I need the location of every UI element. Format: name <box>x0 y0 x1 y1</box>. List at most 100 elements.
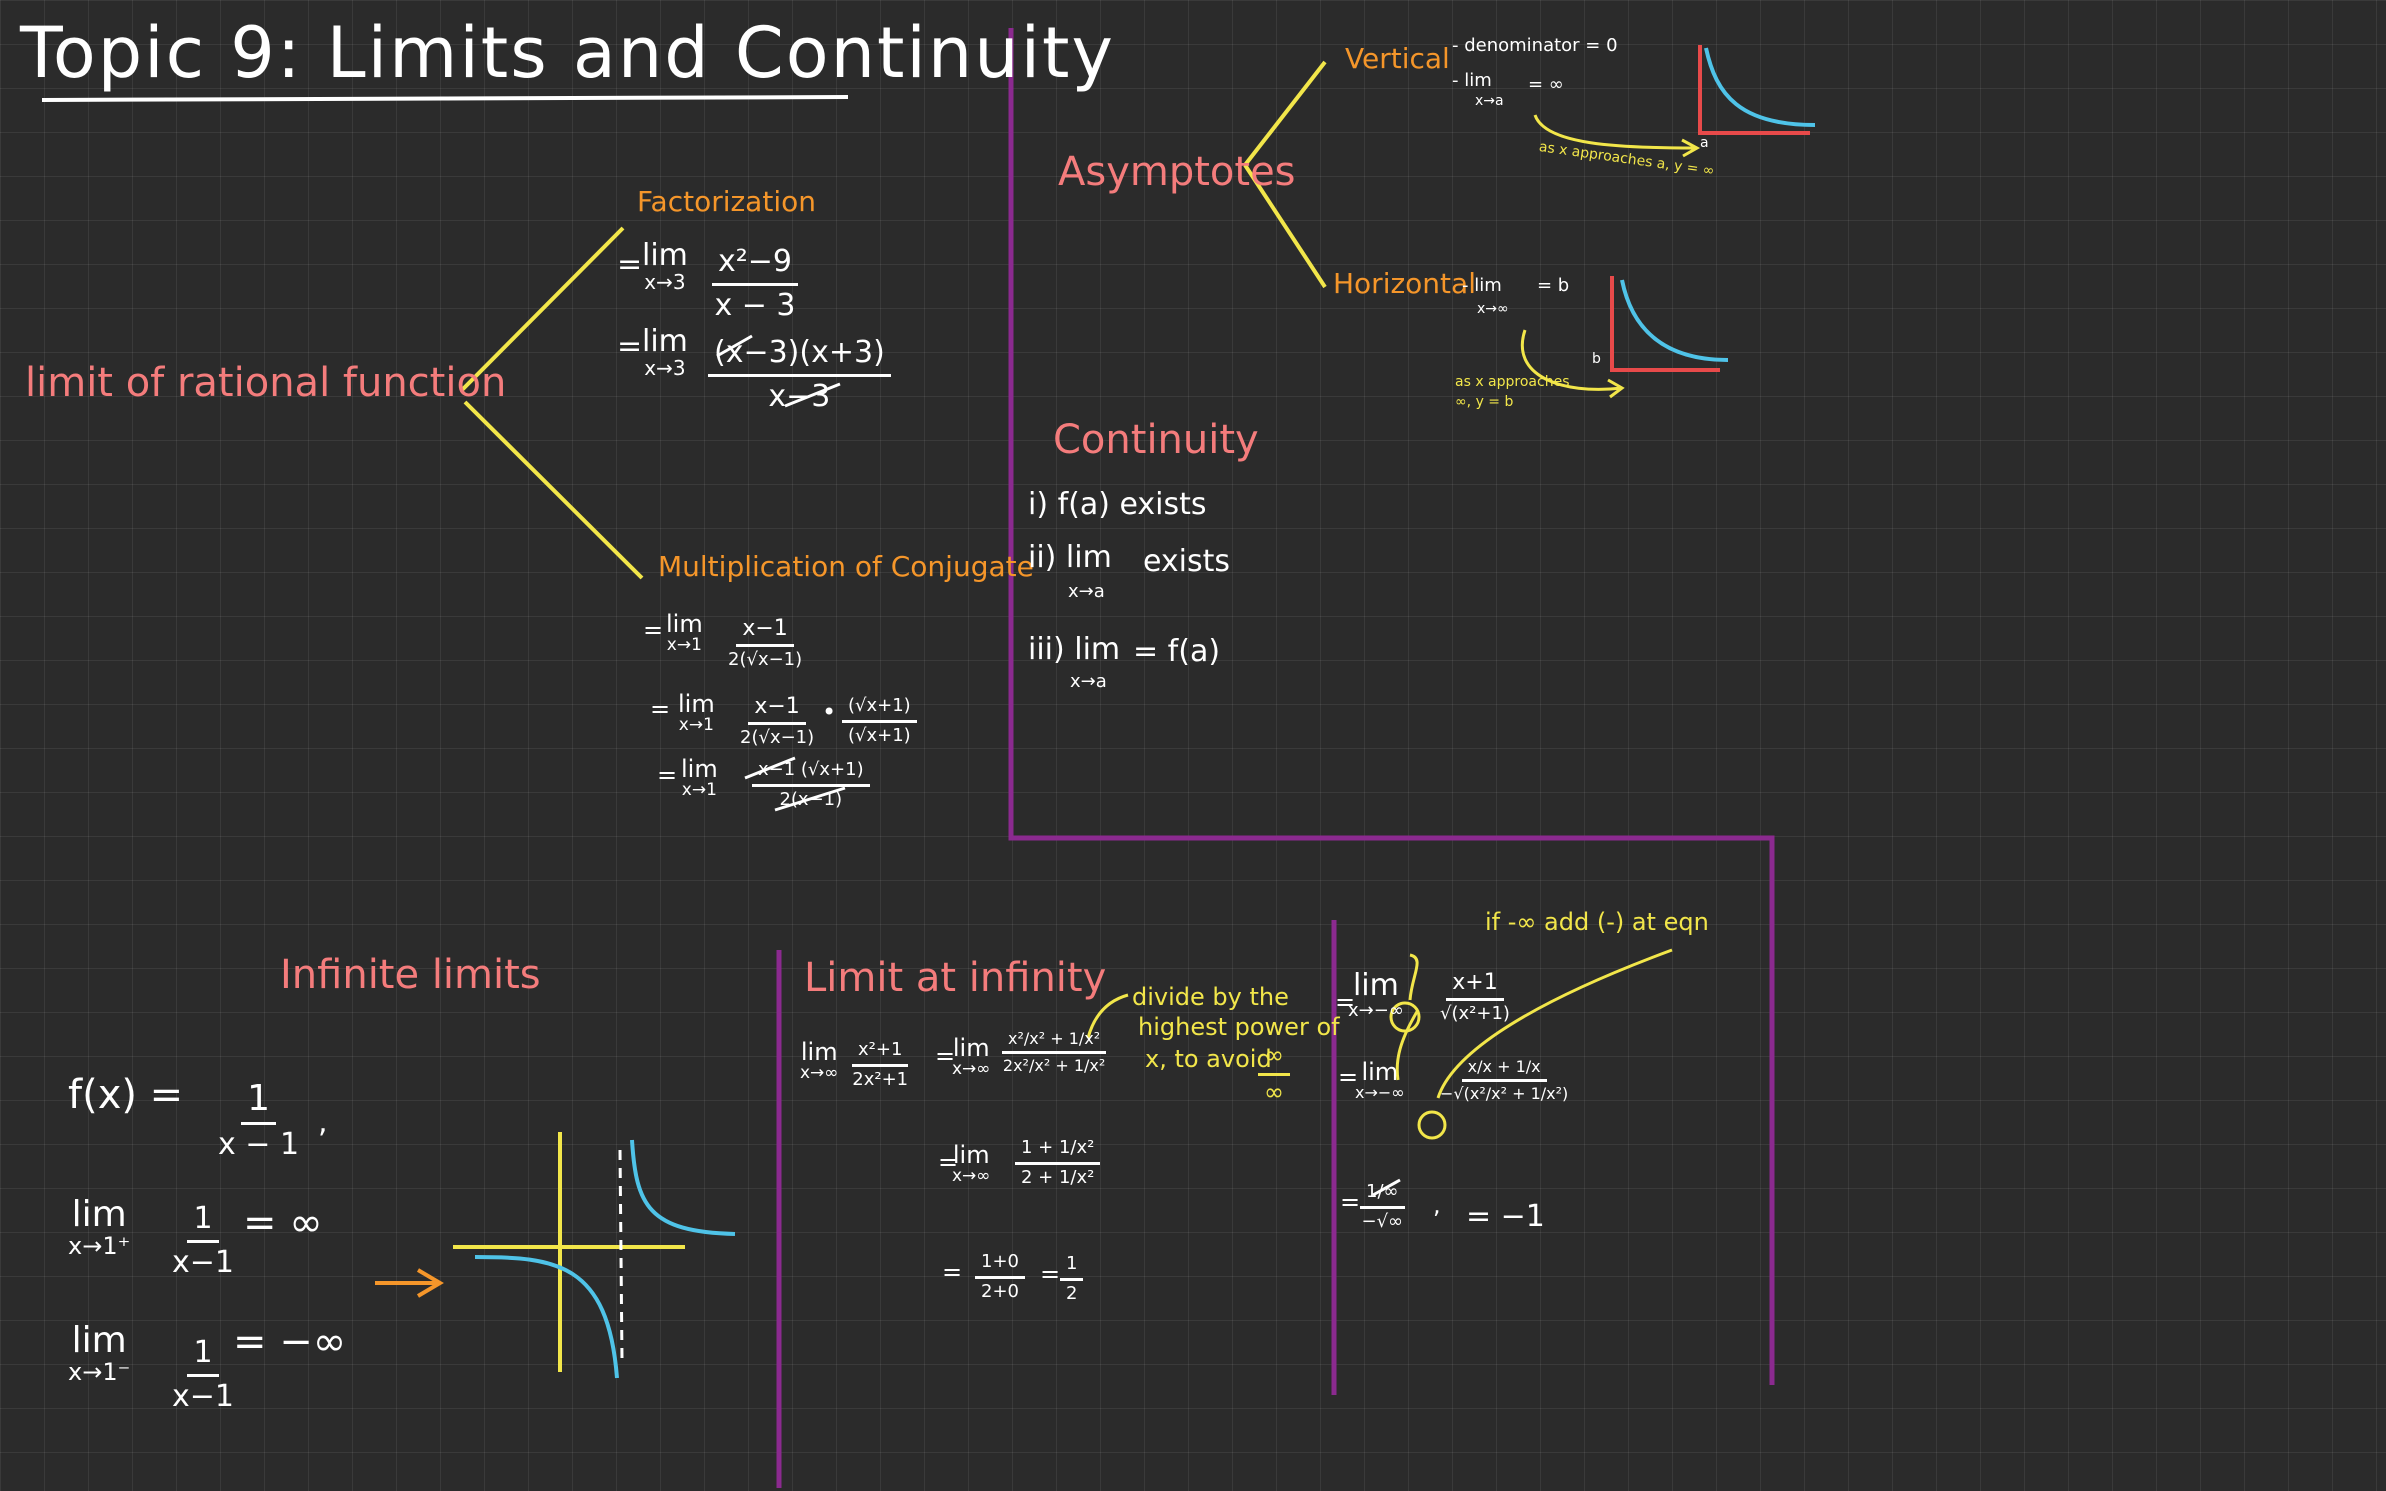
numerator: 1/∞ <box>1360 1181 1405 1209</box>
lim-word: lim <box>666 610 703 638</box>
factorization-step1-lim: lim x→3 <box>642 240 688 293</box>
conjugate-step2-fraction: x−1 2(√x−1) <box>740 694 814 749</box>
limit-infinity-step1-fraction2: x²/x² + 1/x² 2x²/x² + 1/x² <box>1002 1029 1107 1076</box>
factorization-step1-fraction: x²−9 x − 3 <box>712 244 799 323</box>
denominator: 2x²/x² + 1/x² <box>1002 1056 1106 1076</box>
lim-word: lim <box>800 1038 838 1066</box>
lim-subscript: x→1 <box>666 635 702 656</box>
neg-infinity-circle-bottom <box>1417 1110 1447 1140</box>
denominator: x−3 <box>768 378 831 414</box>
lim-subscript: x→1 <box>681 780 717 801</box>
limit-infinity-step3-eq2: = <box>1040 1260 1061 1288</box>
horizontal-axis-label: b <box>1592 351 1601 367</box>
infinite-func-prefix: f(x) = <box>68 1072 184 1118</box>
vertical-line2-suffix: = ∞ <box>1528 74 1564 95</box>
conjugate-step1-eq: = <box>643 616 664 644</box>
vertical-line2-sub: x→a <box>1475 93 1504 109</box>
lim-subscript: x→∞ <box>800 1063 839 1084</box>
limit-infinity-step1-eq: = <box>935 1042 956 1070</box>
limit-infinity-step1-fraction: x²+1 2x²+1 <box>852 1039 909 1090</box>
cancel-stroke-conjugate <box>744 756 846 812</box>
limit-infinity-step1-lim2: lim x→∞ <box>952 1035 991 1080</box>
conjugate-step3-eq: = <box>657 761 678 789</box>
infinite-lim2-fraction: 1 x−1 <box>172 1335 234 1414</box>
neg-infinity-note: if -∞ add (-) at eqn <box>1485 908 1709 936</box>
neg-infinity-step3-fraction: 1/∞ −√∞ <box>1360 1181 1405 1232</box>
continuity-item1: i) f(a) exists <box>1028 487 1207 522</box>
continuity-item2-suffix: exists <box>1143 544 1231 579</box>
horizontal-heading: Horizontal <box>1333 267 1476 300</box>
vertical-asymptote-arrow <box>1533 114 1701 158</box>
numerator: 1 <box>187 1335 219 1377</box>
numerator: x−1 <box>748 694 806 726</box>
denominator: x−1 <box>172 1378 234 1414</box>
lim-word: lim <box>1361 1058 1399 1086</box>
infinite-curve-left <box>474 1255 619 1379</box>
horizontal-line-sub: x→∞ <box>1477 301 1509 317</box>
lim-subscript: x→3 <box>644 269 686 294</box>
denominator: 2(x−1) <box>779 788 843 810</box>
denominator: ∞ <box>1264 1077 1284 1106</box>
infinite-lim2-result: = −∞ <box>233 1319 347 1365</box>
lim-subscript: x→1⁺ <box>68 1231 131 1260</box>
infinite-lim1-result: = ∞ <box>243 1200 323 1246</box>
rational-function-label: limit of rational function <box>25 360 507 406</box>
horizontal-asymptote-curve <box>1620 279 1729 362</box>
lim-subscript: x→−∞ <box>1348 999 1404 1021</box>
vertical-asymptote-curve <box>1704 47 1816 127</box>
infinite-orange-arrow <box>375 1268 444 1298</box>
continuity-item2-sub: x→a <box>1068 581 1105 602</box>
denominator: (√x+1) <box>848 724 911 746</box>
denominator: x−1 <box>172 1244 234 1280</box>
conjugate-step1-fraction: x−1 2(√x−1) <box>728 616 802 671</box>
numerator: 1 <box>187 1201 219 1243</box>
limit-infinity-note-connector <box>1086 993 1129 1039</box>
limit-infinity-note-fraction: ∞ ∞ <box>1258 1041 1290 1106</box>
numerator: 1 + 1/x² <box>1015 1137 1101 1165</box>
denominator: x − 1 <box>218 1127 300 1163</box>
conjugate-step2-lim: lim x→1 <box>678 690 715 735</box>
neg-infinity-step1-lim: lim x→−∞ <box>1348 970 1404 1020</box>
purple-divider-top <box>1008 28 1775 1385</box>
page-title: Topic 9: Limits and Continuity <box>20 12 1115 94</box>
denominator: 2x²+1 <box>852 1068 909 1090</box>
conjugate-step2-fraction2: (√x+1) (√x+1) <box>842 695 917 746</box>
lim-word: lim <box>71 1194 127 1235</box>
neg-infinity-step2-fraction: x/x + 1/x −√(x²/x² + 1/x²) <box>1440 1057 1569 1104</box>
factorization-step2-lim: lim x→3 <box>642 326 688 379</box>
neg-infinity-step3-result: = −1 <box>1466 1199 1545 1234</box>
neg-infinity-circle-top <box>1389 1001 1421 1033</box>
vertical-axis-label: a <box>1700 135 1709 151</box>
numerator: 1 <box>1060 1253 1084 1281</box>
continuity-item3-prefix: iii) lim <box>1028 632 1121 667</box>
infinite-func-fraction: 1 x − 1 <box>218 1078 299 1163</box>
conjugate-heading: Multiplication of Conjugate <box>658 550 1034 583</box>
continuity-item2-prefix: ii) lim <box>1028 540 1112 575</box>
lim-word: lim <box>678 690 715 718</box>
numerator: 1+0 <box>975 1251 1025 1279</box>
limit-infinity-note-line3: x, to avoid <box>1145 1045 1272 1073</box>
denominator: −√(x²/x² + 1/x²) <box>1440 1084 1569 1104</box>
lim-subscript: x→∞ <box>952 1059 991 1080</box>
neg-infinity-step1-eq: = <box>1335 988 1356 1016</box>
horizontal-note-line2: ∞, y = b <box>1455 394 1514 410</box>
limit-infinity-step2-fraction: 1 + 1/x² 2 + 1/x² <box>1015 1137 1101 1188</box>
denominator: 2(√x−1) <box>740 727 815 749</box>
lim-word: lim <box>71 1320 127 1361</box>
lim-subscript: x→1⁻ <box>68 1357 131 1386</box>
limit-infinity-step1-lim: lim x→∞ <box>800 1038 839 1084</box>
continuity-heading: Continuity <box>1053 417 1259 463</box>
infinite-lim2: lim x→1⁻ <box>68 1322 130 1385</box>
asymptotes-label: Asymptotes <box>1058 149 1296 195</box>
limit-infinity-note-line2: highest power of <box>1138 1013 1340 1041</box>
numerator: x−1 <box>736 616 794 648</box>
title-underline <box>41 95 849 102</box>
conjugate-step3-fraction: x−1 (√x+1) 2(x−1) <box>752 759 870 810</box>
lim-subscript: x→∞ <box>952 1166 991 1187</box>
branch-to-factorization <box>460 226 625 392</box>
denominator: 2+0 <box>981 1280 1019 1302</box>
infinite-asymptote-dashed <box>618 1149 624 1361</box>
limit-infinity-step3-result: 1 2 <box>1060 1253 1084 1304</box>
